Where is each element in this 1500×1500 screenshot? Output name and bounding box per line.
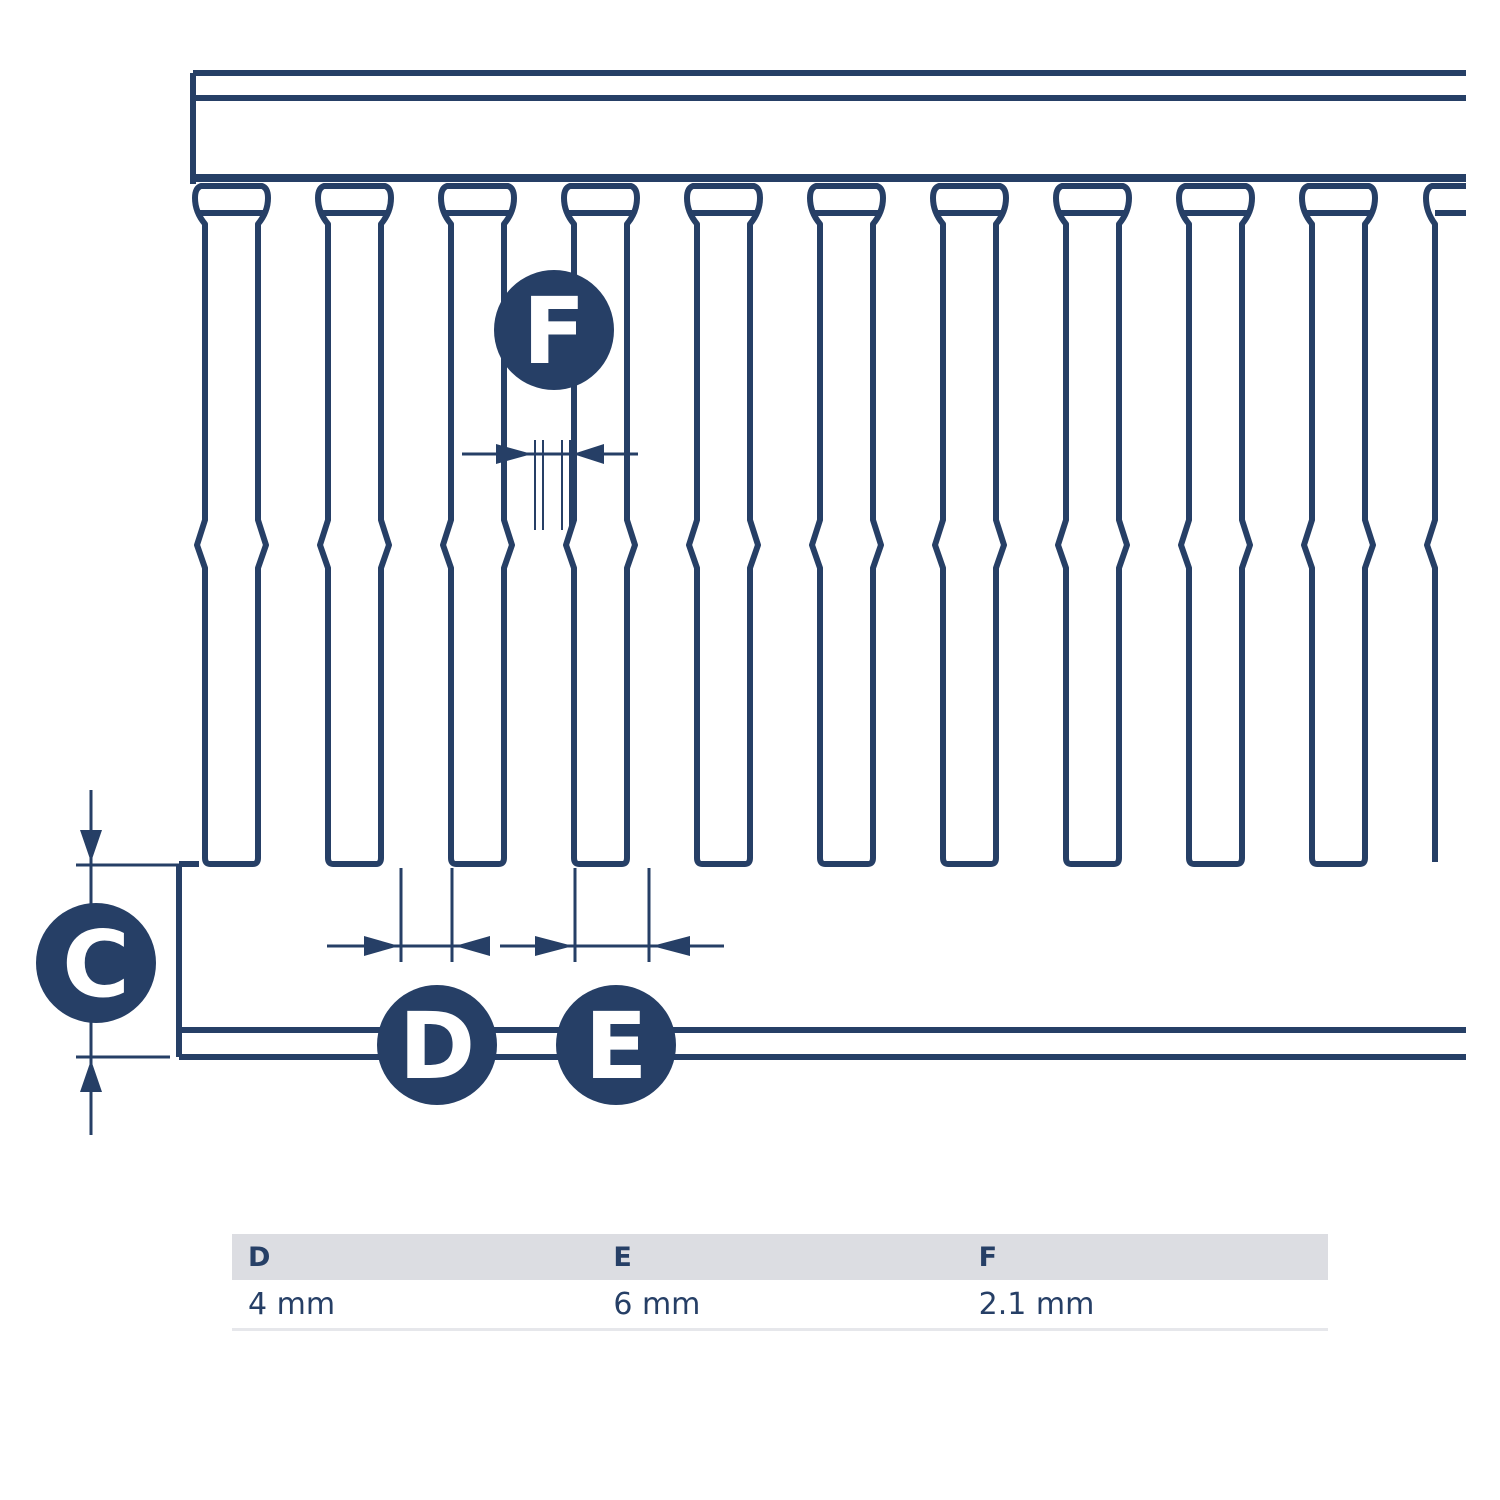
comb-tooth (1176, 183, 1255, 867)
comb-tooth (315, 183, 394, 867)
badge-d-label: D (399, 993, 475, 1100)
badge-e: E (556, 985, 676, 1105)
value-e: 6 mm (597, 1280, 963, 1331)
comb-tooth (930, 183, 1009, 867)
badge-e-label: E (585, 993, 648, 1100)
header-d: D (232, 1234, 598, 1280)
badge-c-label: C (62, 911, 130, 1018)
comb-teeth (179, 183, 1466, 867)
badge-d: D (377, 985, 497, 1105)
comb-tooth (561, 183, 640, 867)
comb-tooth (1053, 183, 1132, 867)
header-f: F (962, 1234, 1328, 1280)
table-header-row: D E F (232, 1234, 1328, 1280)
badge-f-label: F (523, 278, 586, 385)
comb-tooth (807, 183, 886, 867)
comb-tooth (1299, 183, 1378, 867)
header-e: E (597, 1234, 963, 1280)
dimension-table: D E F 4 mm 6 mm 2.1 mm (232, 1234, 1328, 1331)
value-f: 2.1 mm (962, 1280, 1328, 1331)
comb-tooth (438, 183, 517, 867)
value-d: 4 mm (232, 1280, 598, 1331)
badge-c: C (36, 903, 156, 1023)
comb-frame (76, 70, 1466, 1060)
comb-tooth (684, 183, 763, 867)
table-row: 4 mm 6 mm 2.1 mm (232, 1280, 1328, 1331)
badge-f: F (494, 270, 614, 390)
comb-tooth (192, 183, 271, 867)
comb-tooth (1423, 183, 1466, 862)
